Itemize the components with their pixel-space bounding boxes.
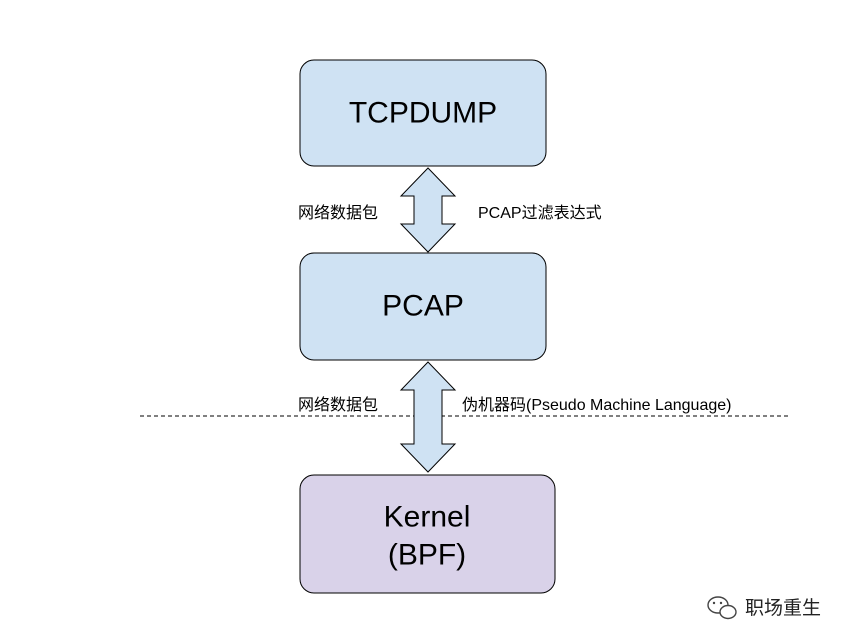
upper-right-label: PCAP过滤表达式 [478,204,602,222]
double-arrow-upper [399,167,457,253]
kernel-box: Kernel (BPF) [299,474,556,594]
pcap-box: PCAP [299,252,547,361]
lower-right-label: 伪机器码(Pseudo Machine Language) [462,396,731,414]
pcap-label: PCAP [382,290,464,323]
tcpdump-label: TCPDUMP [349,97,497,130]
upper-left-label: 网络数据包 [298,203,378,222]
wechat-icon [707,596,737,620]
lower-left-label: 网络数据包 [298,395,378,414]
watermark-text: 职场重生 [745,597,821,619]
kernel-label-line1: Kernel [384,501,471,534]
kernel-label-line2: (BPF) [388,539,466,572]
tcpdump-box: TCPDUMP [299,59,547,167]
double-arrow-lower [399,361,457,473]
watermark: 职场重生 [707,596,821,620]
